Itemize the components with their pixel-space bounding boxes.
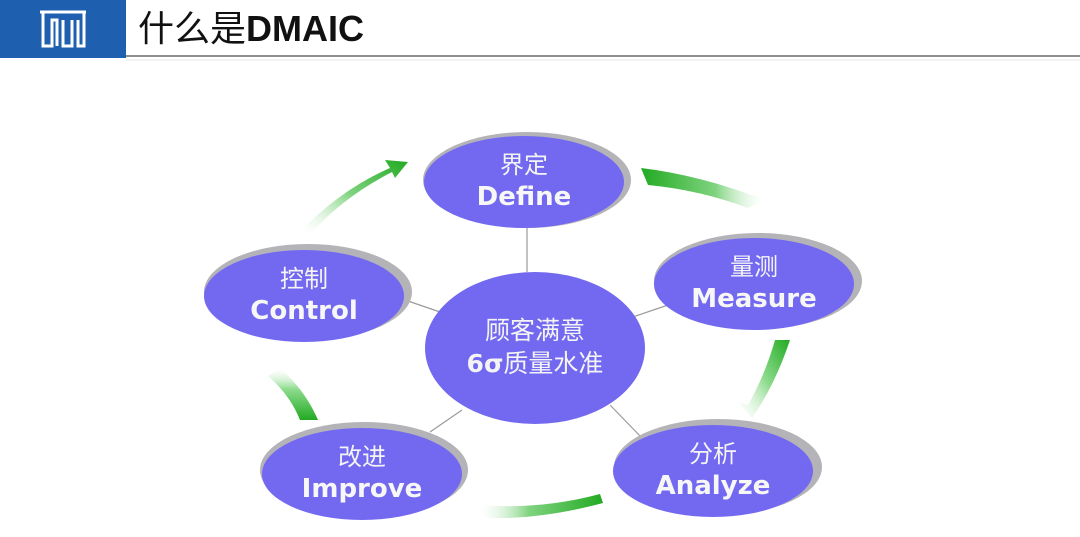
connector-lines — [404, 225, 669, 439]
center-line2: 6σ质量水准 — [467, 347, 604, 381]
page-title: 什么是DMAIC — [138, 6, 364, 53]
node-cn-label: 控制 — [280, 265, 328, 293]
node-en-label: Measure — [691, 284, 817, 314]
node-measure: 量测 Measure — [654, 244, 854, 324]
arrow-measure-to-analyze — [738, 340, 790, 418]
sigma-level: 6σ — [466, 349, 504, 378]
node-en-label: Analyze — [655, 471, 771, 501]
node-analyze: 分析 Analyze — [613, 431, 813, 511]
title-prefix: 什么是 — [138, 9, 247, 50]
cycle-arrows — [268, 160, 790, 519]
node-cn-label: 改进 — [338, 443, 386, 471]
node-cn-label: 界定 — [500, 151, 548, 179]
node-define: 界定 Define — [424, 142, 624, 222]
arrow-improve-to-control — [268, 368, 318, 420]
ellipse-analyze — [613, 425, 813, 517]
node-en-label: Improve — [301, 474, 423, 504]
header-divider — [126, 55, 1080, 57]
arrow-define-to-measure — [641, 168, 765, 208]
header-divider-shadow — [126, 59, 1080, 61]
center-line2-text: 质量水准 — [503, 349, 604, 378]
title-suffix: DMAIC — [246, 8, 364, 49]
ellipse-control — [204, 250, 404, 342]
ellipse-measure — [654, 238, 854, 330]
node-improve: 改进 Improve — [262, 434, 462, 514]
ellipses — [204, 136, 854, 520]
node-cn-label: 分析 — [689, 440, 737, 468]
node-en-label: Control — [250, 296, 358, 326]
node-cn-label: 量测 — [730, 253, 778, 281]
node-control: 控制 Control — [204, 256, 404, 336]
ellipse-center — [425, 272, 645, 424]
ellipse-improve — [262, 428, 462, 520]
ellipse-define — [424, 136, 624, 228]
node-en-label: Define — [476, 182, 572, 212]
arrow-analyze-to-improve — [480, 494, 603, 519]
header-logo — [0, 0, 126, 58]
building-pillars-icon — [40, 10, 86, 48]
node-center: 顾客满意 6σ质量水准 — [435, 308, 635, 388]
center-line1: 顾客满意 — [484, 316, 585, 345]
arrow-control-to-define — [300, 160, 408, 232]
